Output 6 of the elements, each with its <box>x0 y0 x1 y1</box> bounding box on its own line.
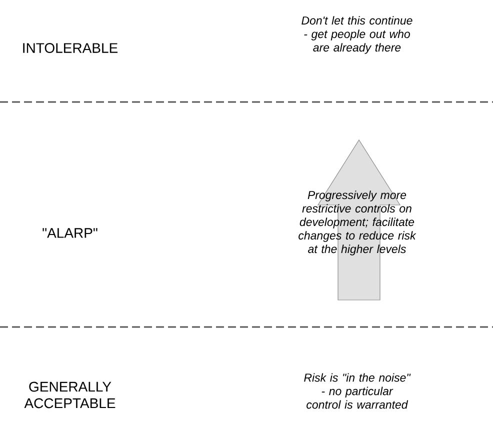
zone-description: Risk is "in the noise" - no particular control is warranted <box>304 373 411 409</box>
zone-label: "ALARP" <box>42 228 98 238</box>
zone-description: Progressively more restrictive controls on development; facilitate changes to reduce risk at the higher levels <box>298 190 416 256</box>
zone-description: Don't let this continue - get people out who are already there <box>302 16 412 54</box>
zone-label: INTOLERABLE <box>23 43 118 53</box>
zone-label: GENERALLY ACCEPTABLE <box>24 382 116 408</box>
